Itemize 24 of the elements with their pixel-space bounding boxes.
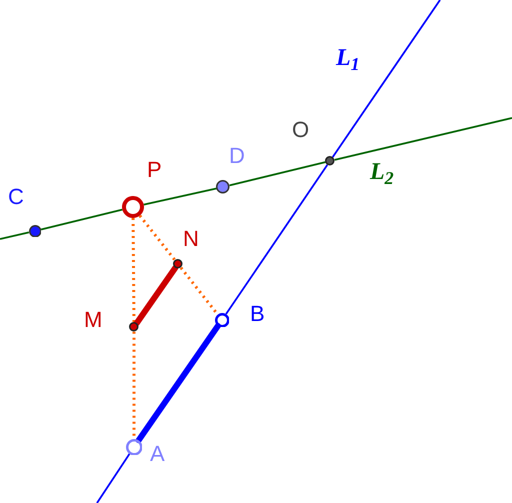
point-label: N [183,228,199,250]
point-label: C [8,186,24,208]
line [144,188,217,206]
dotted-line [138,214,176,262]
point-label: D [229,145,245,167]
line [96,453,130,503]
dotted-line [132,332,136,439]
line [334,117,512,161]
line [225,164,328,315]
line [332,0,441,158]
dotted-line [180,266,219,316]
line-label: L$_{1}$ [336,46,360,70]
point-label: P [147,159,162,181]
point-label: B [250,303,265,325]
point-label: O [292,119,310,141]
dotted-line [132,218,136,322]
segment [136,322,221,444]
line [40,208,123,230]
point-label: A [150,443,165,465]
line-label: L$_{2}$ [370,160,394,184]
segment [134,264,178,326]
line [229,161,326,186]
point-label: M [84,309,102,331]
line [0,232,30,240]
